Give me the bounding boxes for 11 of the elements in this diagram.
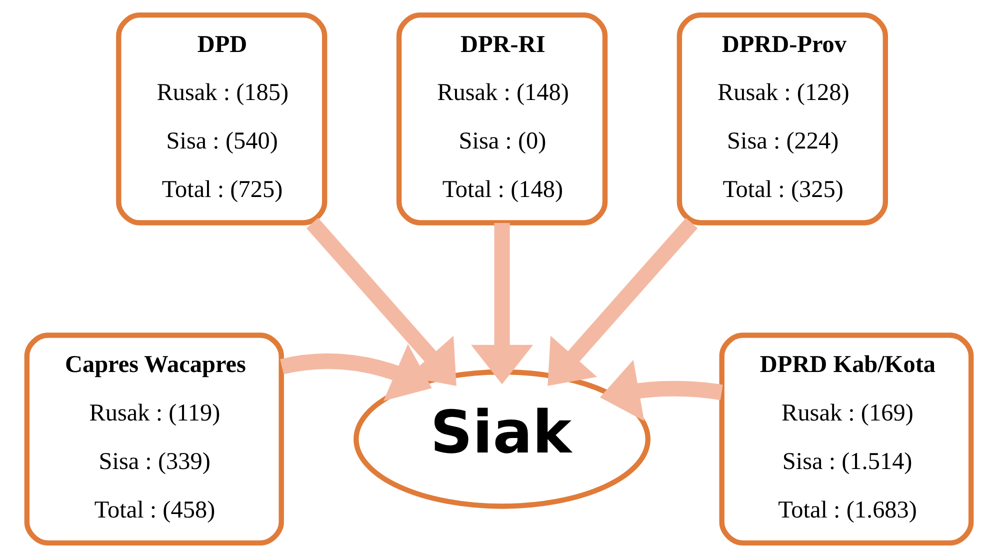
arrow [548, 218, 698, 386]
arrow [280, 344, 432, 402]
arrow [600, 360, 723, 421]
arrow [471, 223, 534, 384]
node-box: DPR-RI Rusak : (148) Sisa : (0) Total : (148) [396, 12, 608, 226]
node-box: DPRD Kab/Kota Rusak : (169) Sisa : (1.514) Total : (1.683) [719, 332, 974, 546]
node-ellipse: Siak [354, 369, 651, 509]
node-box: Capres Wacapres Rusak : (119) Sisa : (339) Total : (458) [24, 332, 284, 546]
arrow [306, 218, 456, 386]
node-box: DPD Rusak : (185) Sisa : (540) Total : (725) [116, 12, 328, 226]
node-box: DPRD-Prov Rusak : (128) Sisa : (224) Total : (325) [676, 12, 888, 226]
